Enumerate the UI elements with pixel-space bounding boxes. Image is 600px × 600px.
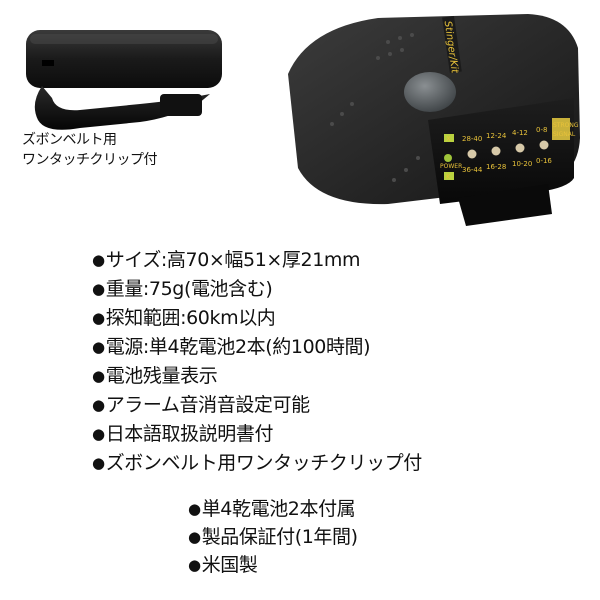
radar-detector-device-image: Stinger/Kit POWER X K 28-40 12-24 4-12 0… <box>288 14 580 226</box>
spec-weight: 重量:75g(電池含む) <box>92 275 422 304</box>
strong-tag: STRONG <box>553 122 579 129</box>
spec-clip: ズボンベルト用ワンタッチクリップ付 <box>92 449 423 478</box>
band-label-k: K <box>446 173 451 181</box>
accessory-warranty: 製品保証付(1年間) <box>188 524 358 552</box>
led-label-top-4: 0-8 <box>536 126 547 134</box>
clip-caption-line1: ズボンベルト用 <box>22 132 117 148</box>
clip-caption: ズボンベルト用 ワンタッチクリップ付 <box>22 130 158 170</box>
spec-list: サイズ:高70×幅51×厚21mm 重量:75g(電池含む) 探知範囲:60km… <box>92 246 423 478</box>
led-label-bottom-1: 36-44 <box>462 166 483 174</box>
spec-manual: 日本語取扱説明書付 <box>92 420 422 449</box>
spec-mute: アラーム音消音設定可能 <box>92 391 422 420</box>
accessory-list: 単4乾電池2本付属 製品保証付(1年間) 米国製 <box>188 496 358 580</box>
led-label-bottom-2: 16-28 <box>486 163 506 171</box>
led-label-top-1: 28-40 <box>462 135 482 143</box>
signal-tag: SIGNAL <box>553 131 576 138</box>
spec-size: サイズ:高70×幅51×厚21mm <box>92 246 422 275</box>
accessory-origin: 米国製 <box>188 552 358 580</box>
led-label-top-2: 12-24 <box>486 132 507 140</box>
led-label-bottom-4: 0-16 <box>536 157 552 165</box>
spec-power: 電源:単4乾電池2本(約100時間) <box>92 333 422 362</box>
spec-battery-indicator: 電池残量表示 <box>92 362 422 391</box>
led-label-bottom-3: 10-20 <box>512 160 532 168</box>
belt-clip-device-image <box>26 30 222 130</box>
spec-range: 探知範囲:60km以内 <box>92 304 422 333</box>
clip-caption-line2: ワンタッチクリップ付 <box>22 152 158 168</box>
accessory-batteries: 単4乾電池2本付属 <box>188 496 358 524</box>
led-label-top-3: 4-12 <box>512 129 528 137</box>
band-label-x: X <box>446 135 451 143</box>
power-label: POWER <box>440 163 462 170</box>
